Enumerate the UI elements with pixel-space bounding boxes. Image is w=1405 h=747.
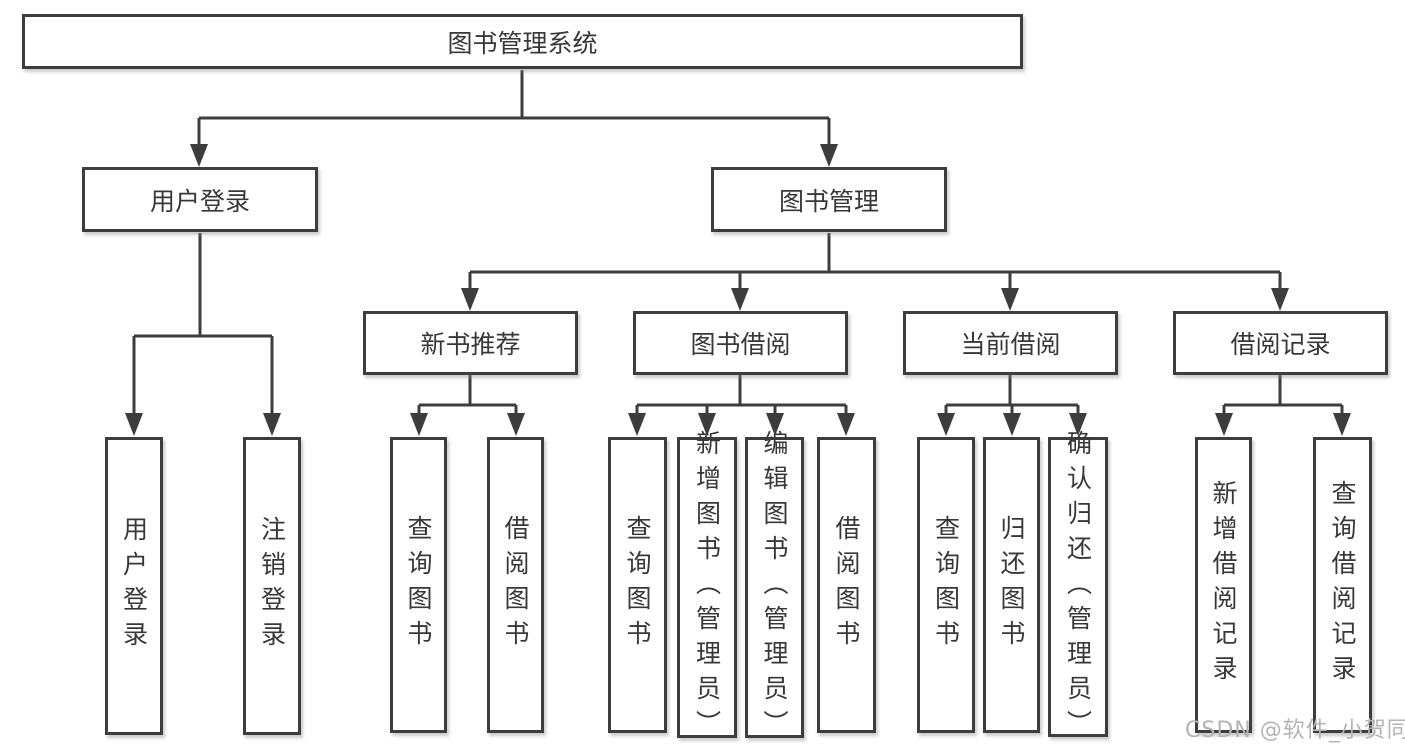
node-label: 查询图书 bbox=[404, 515, 433, 655]
node-label: 图书管理 bbox=[778, 186, 879, 216]
leaf-query-book: 查询图书 bbox=[917, 437, 975, 733]
node-label: 当前借阅 bbox=[960, 330, 1061, 359]
node-label: 图书借阅 bbox=[690, 330, 791, 359]
node-label: 借阅记录 bbox=[1230, 330, 1331, 359]
leaf-borrow-book: 借阅图书 bbox=[487, 437, 544, 733]
node-label: 图书管理系统 bbox=[447, 28, 598, 58]
node-label: 注销登录 bbox=[257, 516, 287, 656]
node-label: 归还图书 bbox=[997, 515, 1026, 655]
node-label: 用户登录 bbox=[119, 516, 149, 656]
leaf-query-book: 查询图书 bbox=[608, 437, 667, 733]
node-label: 新增借阅记录 bbox=[1209, 480, 1238, 690]
node-user-login: 用户登录 bbox=[82, 167, 318, 232]
node-library-system: 图书管理系统 bbox=[22, 14, 1023, 69]
leaf-borrow-book: 借阅图书 bbox=[817, 437, 876, 733]
csdn-watermark: CSDN @软件_小贺同学 bbox=[1185, 718, 1405, 743]
leaf-edit-book-admin: 编辑图书（管理员） bbox=[745, 430, 804, 745]
node-label: 借阅图书 bbox=[501, 515, 530, 655]
arrowheads bbox=[125, 144, 1351, 436]
node-label: 查询图书 bbox=[931, 515, 961, 655]
node-new-book-recommend: 新书推荐 bbox=[363, 311, 578, 375]
leaf-add-book-admin: 新增图书（管理员） bbox=[677, 430, 737, 745]
node-label: 用户登录 bbox=[149, 186, 250, 216]
leaf-user-login: 用户登录 bbox=[105, 437, 163, 735]
node-label: 借阅图书 bbox=[832, 515, 861, 655]
leaf-return-book: 归还图书 bbox=[983, 437, 1040, 733]
leaf-logout: 注销登录 bbox=[243, 437, 301, 735]
leaf-confirm-return-admin: 确认归还（管理员） bbox=[1048, 430, 1108, 745]
leaf-query-book: 查询图书 bbox=[390, 437, 447, 733]
node-label: 新增图书（管理员） bbox=[692, 430, 722, 745]
node-label: 新书推荐 bbox=[420, 330, 521, 359]
node-label: 查询图书 bbox=[623, 515, 652, 655]
node-current-borrow: 当前借阅 bbox=[903, 311, 1118, 375]
node-book-management: 图书管理 bbox=[711, 167, 947, 232]
node-label: 编辑图书（管理员） bbox=[760, 430, 789, 745]
leaf-query-borrow-record: 查询借阅记录 bbox=[1313, 437, 1372, 733]
leaf-add-borrow-record: 新增借阅记录 bbox=[1195, 437, 1252, 733]
node-borrow-record: 借阅记录 bbox=[1173, 311, 1388, 375]
node-label: 查询借阅记录 bbox=[1328, 480, 1357, 690]
node-label: 确认归还（管理员） bbox=[1063, 429, 1093, 745]
node-book-borrow: 图书借阅 bbox=[633, 311, 848, 375]
